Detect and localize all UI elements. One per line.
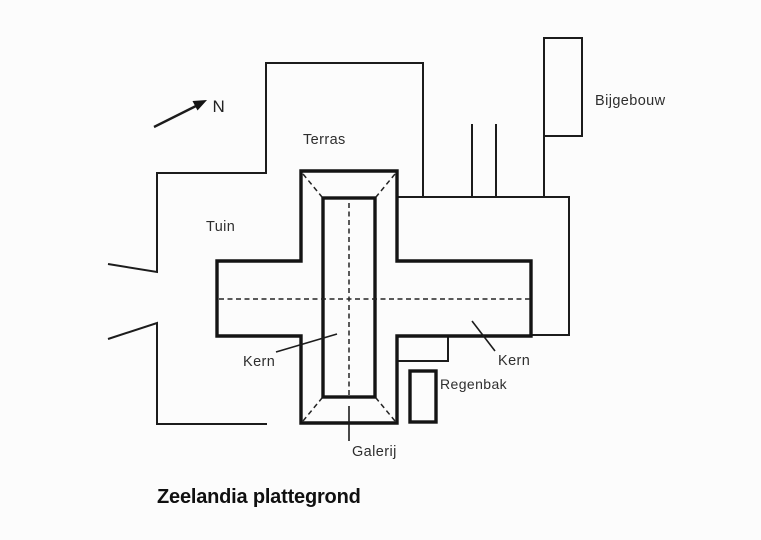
hip-line-bottom-right [375,397,396,422]
site-boundaries [107,37,583,425]
bijgebouw-outline [543,37,583,197]
main-building-cross-outline [215,169,533,425]
kern-left-label: Kern [243,354,275,370]
tuin-label: Tuin [206,219,235,235]
page-title: Zeelandia plattegrond [157,486,361,508]
regenbak-label: Regenbak [440,376,508,392]
kern-inner-rectangle [321,196,377,399]
kern-left-leader [275,333,338,353]
terrace-boundary [107,62,424,274]
bijgebouw-label: Bijgebouw [595,93,666,109]
galerij-label: Galerij [352,444,397,460]
regenbak-outline [408,369,438,424]
hip-line-bottom-left [302,397,323,422]
north-arrow-icon: N [153,97,225,129]
area-labels: Terras Tuin Bijgebouw Kern Kern Regenbak… [206,93,666,460]
leader-lines [275,320,496,441]
terras-label: Terras [303,132,346,148]
hip-line-top-left [302,173,323,198]
step-annex-outline [398,336,449,362]
north-arrow-head [192,100,207,111]
hip-line-top-right [375,173,396,198]
right-court-boundary [398,196,570,336]
kern-right-label: Kern [498,353,530,369]
north-label: N [213,97,225,116]
centre-lines [219,173,530,422]
north-arrow-shaft [153,103,199,129]
garden-lower-boundary [107,321,267,425]
building-outlines [215,169,533,425]
kern-right-leader [471,320,496,352]
